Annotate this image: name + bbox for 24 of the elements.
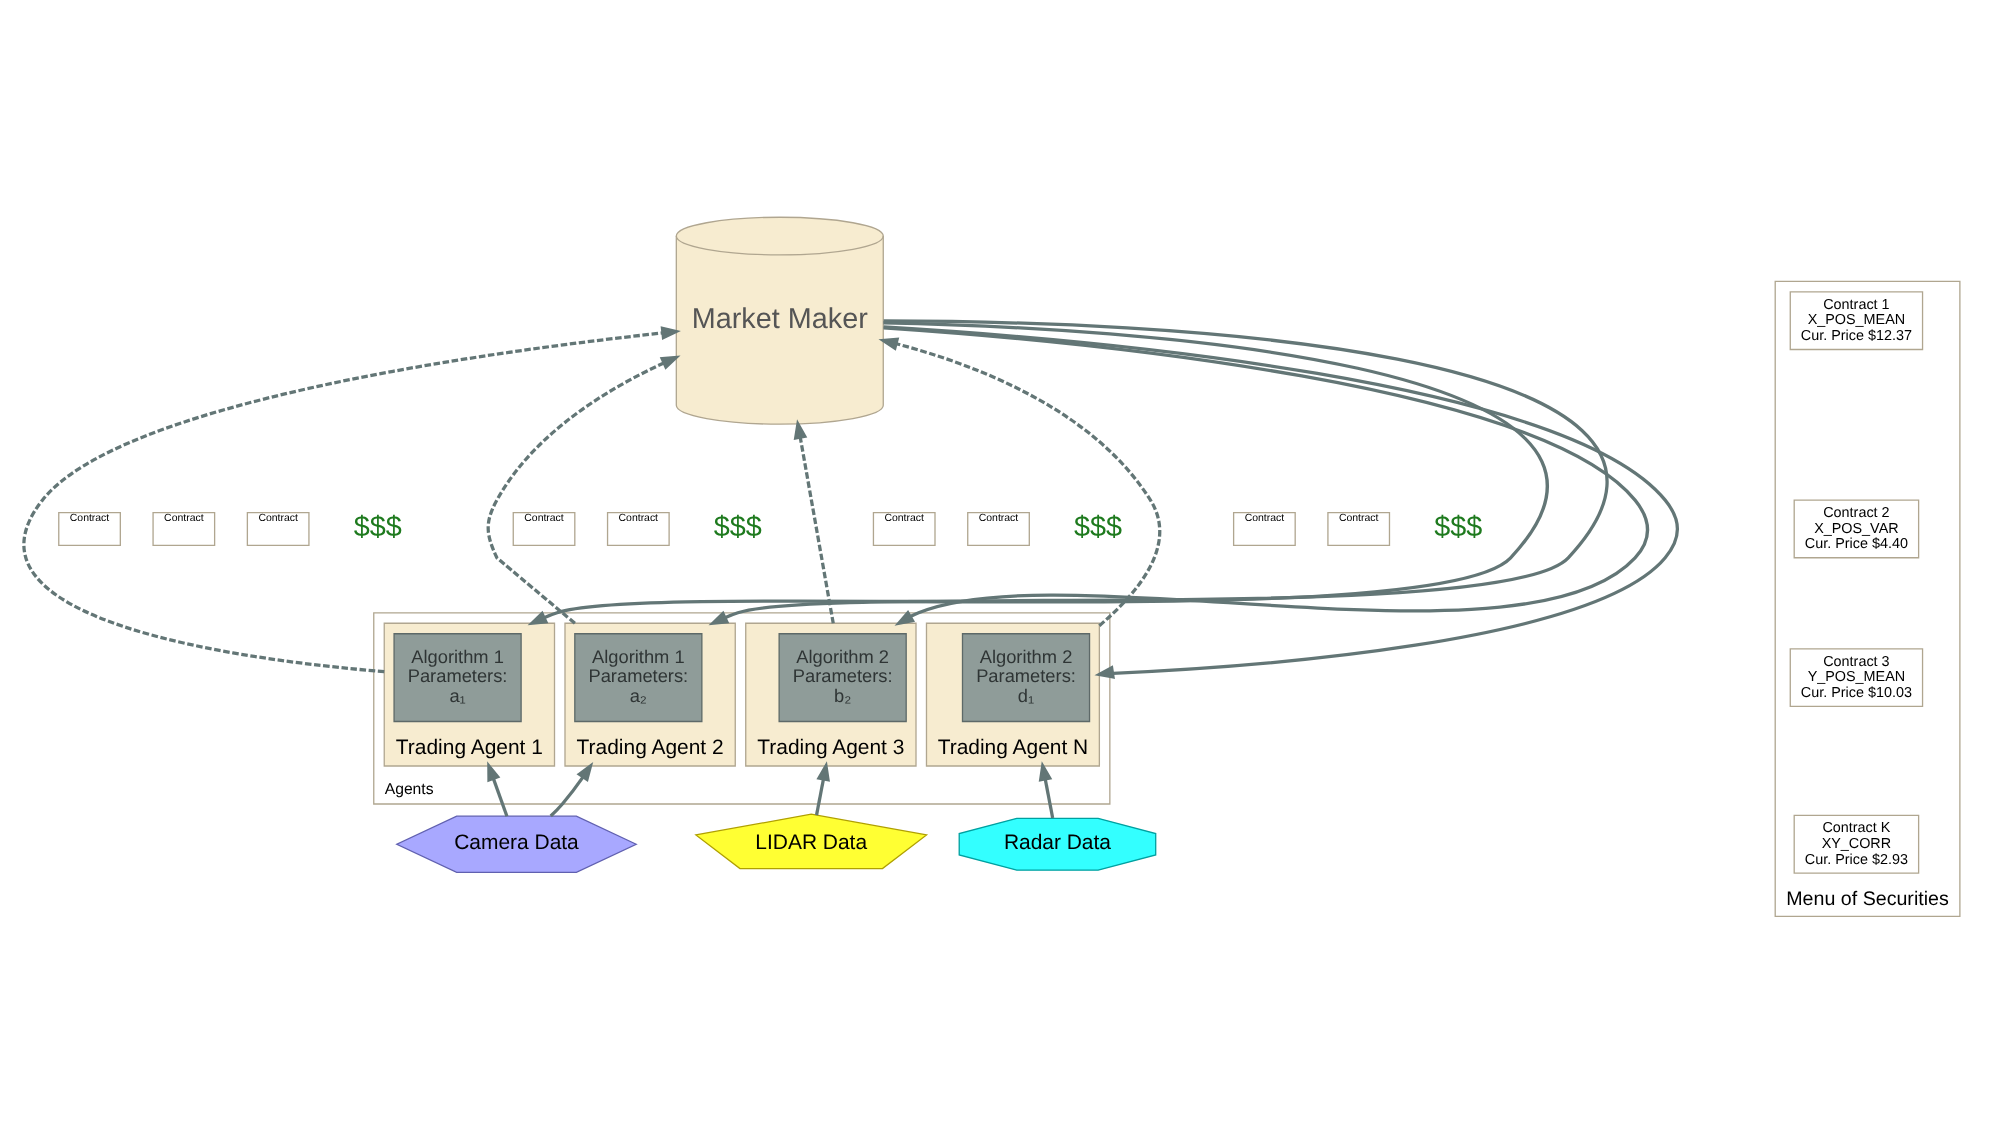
- node-box: Algorithm 2 Parameters: d₁: [961, 632, 1091, 722]
- label: $$$: [1434, 511, 1483, 544]
- node-box: Algorithm 1 Parameters: a₂: [574, 632, 703, 722]
- label: $$$: [353, 511, 402, 544]
- arrow: [487, 760, 509, 816]
- arrow: [527, 320, 1547, 625]
- node-box: Algorithm 1 Parameters: a₁: [393, 632, 522, 722]
- arrow: [883, 324, 1679, 678]
- node-box: Algorithm 2 Parameters: b₂: [778, 632, 907, 722]
- node-box: Contract 2 X_POS_VAR Cur. Price $4.40: [1793, 498, 1920, 558]
- arrow: [708, 318, 1606, 625]
- label: $$$: [1074, 511, 1123, 544]
- label: $$$: [713, 511, 762, 544]
- arrow: [486, 354, 681, 624]
- node-box: Contract 3 Y_POS_MEAN Cur. Price $10.03: [1789, 647, 1924, 707]
- node-box: Contract K XY_CORR Cur. Price $2.93: [1793, 813, 1920, 873]
- arrow: [883, 325, 1650, 625]
- node-box: Contract 1 X_POS_MEAN Cur. Price $12.37: [1789, 290, 1924, 350]
- arrow: [793, 418, 835, 623]
- arrow: [814, 760, 830, 815]
- arrow: [1038, 760, 1055, 818]
- arrow: [878, 336, 1162, 626]
- arrow: [23, 325, 681, 673]
- arrow: [549, 760, 594, 817]
